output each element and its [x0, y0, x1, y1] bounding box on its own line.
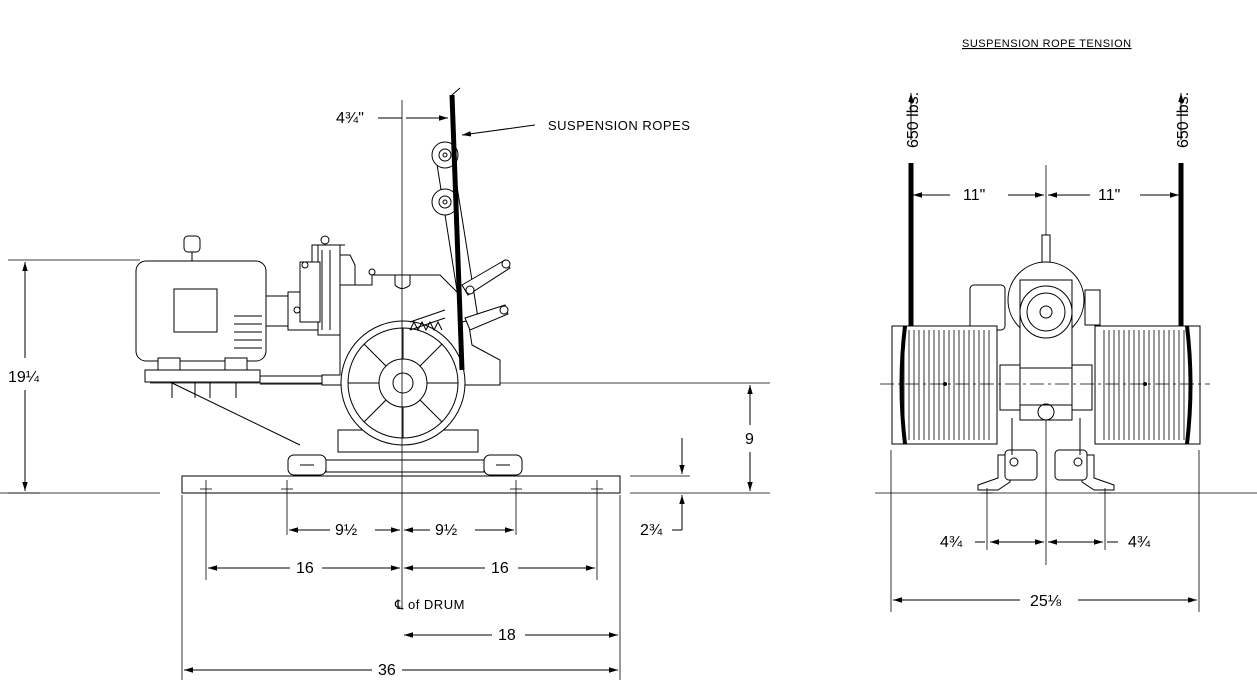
outer-bolt-left-dim: 16: [296, 560, 314, 577]
centerline-label: ℄ of DRUM: [394, 597, 465, 612]
end-mount-feet: [977, 418, 1115, 491]
base-bolt-marks: [200, 480, 603, 498]
overall-width-dim: 25⅛: [1030, 593, 1062, 610]
mount-feet: [287, 454, 523, 476]
half-base-dim: 18: [498, 627, 516, 644]
right-rope-offset-dim: 11": [1098, 187, 1120, 204]
motor: [135, 235, 319, 362]
spring: [409, 309, 446, 332]
motor-mount: [144, 357, 322, 446]
base-length-dim: 36: [378, 662, 396, 679]
right-tension-label: 650 lbs.: [1175, 92, 1192, 148]
inner-bolt-left-dim: 9½: [335, 522, 357, 539]
drum-height-dim: 9: [745, 431, 754, 448]
rope-offset-dim: 4¾": [336, 110, 364, 127]
outer-bolt-right-dim: 16: [491, 560, 509, 577]
drum: [337, 320, 479, 453]
rope-tension-title: SUSPENSION ROPE TENSION: [962, 38, 1132, 50]
left-tension-label: 650 lbs.: [905, 92, 922, 148]
left-drum: [891, 325, 998, 445]
right-drum: [1094, 325, 1201, 445]
suspension-rope: [449, 94, 465, 371]
suspension-ropes-label: SUSPENSION ROPES: [548, 118, 690, 133]
left-rope-offset-dim: 11": [963, 187, 985, 204]
right-bolt-offset-dim: 4¾: [1128, 534, 1151, 551]
side-view: 4¾" SUSPENSION ROPES 19¼ 9 2¾ 9½: [0, 87, 770, 680]
base-thickness-dim: 2¾: [640, 522, 663, 539]
end-view: SUSPENSION ROPE TENSION 650 lbs. 650 lbs…: [875, 38, 1257, 612]
brake-assembly: [299, 235, 376, 336]
overall-height-dim: 19¼: [8, 369, 40, 386]
left-bolt-offset-dim: 4¾: [940, 534, 963, 551]
inner-bolt-right-dim: 9½: [435, 522, 457, 539]
end-gearbox: [999, 234, 1093, 421]
base-plate: [181, 475, 621, 494]
